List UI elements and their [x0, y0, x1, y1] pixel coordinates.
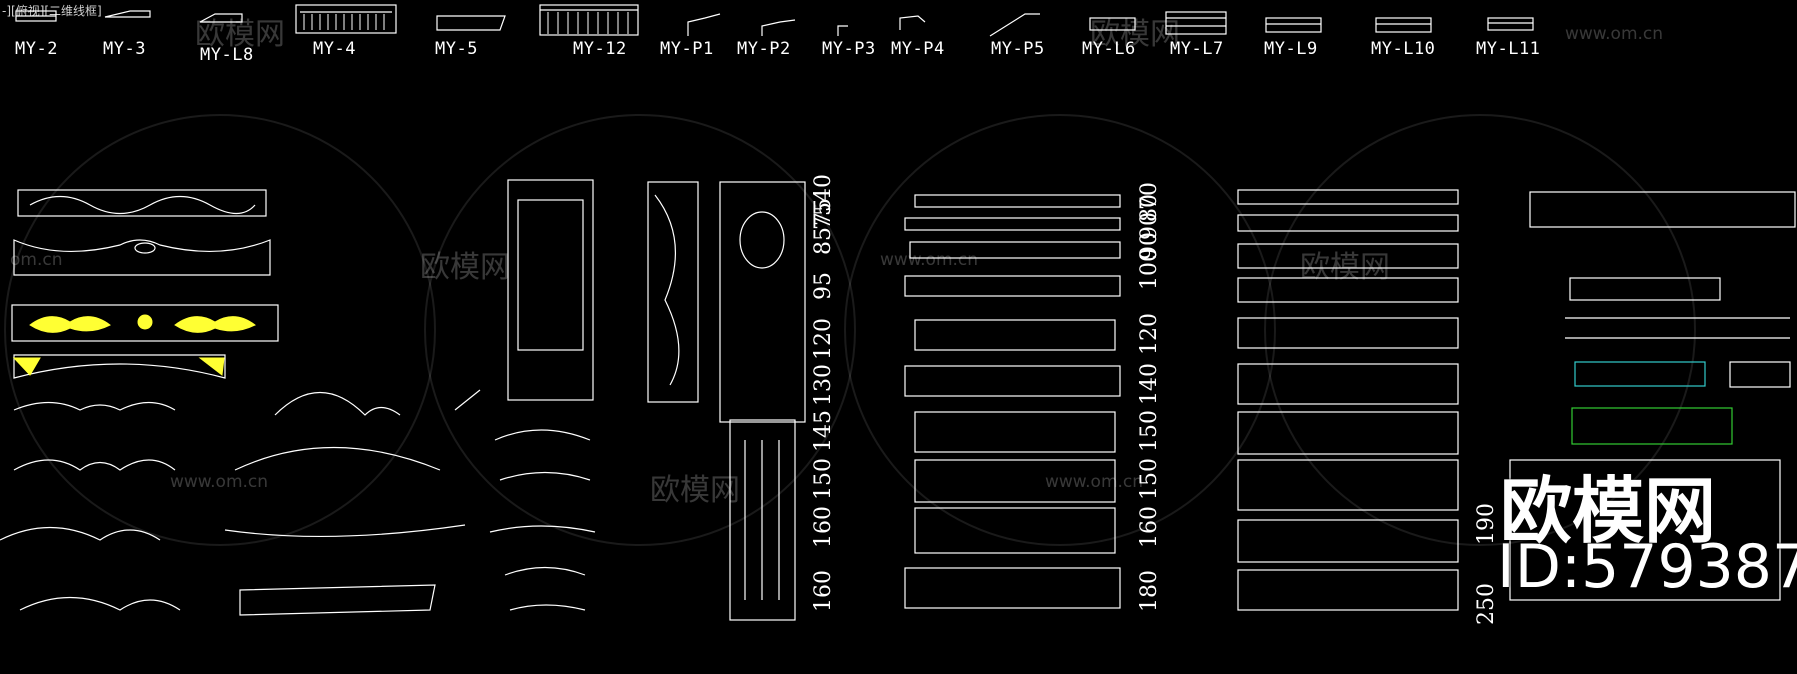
block-label-my-p1[interactable]: MY-P1: [660, 39, 714, 59]
dim-col1-3: 75: [811, 202, 836, 230]
block-label-my-l9[interactable]: MY-L9: [1264, 39, 1318, 59]
big-watermark-id: ID:579387: [1497, 532, 1797, 602]
column-corbels: [507, 179, 806, 621]
watermark-cn-top-2: 欧模网: [1090, 17, 1180, 52]
cyan-profile: [1574, 361, 1706, 387]
highlighted-ornaments: [12, 314, 256, 376]
watermark-cn-mid-1: 欧模网: [420, 250, 510, 285]
block-label-my-l11[interactable]: MY-L11: [1476, 39, 1541, 59]
block-label-my-4[interactable]: MY-4: [313, 39, 356, 59]
watermark-cn-top-1: 欧模网: [195, 17, 285, 52]
dim-col2-6: 140: [1137, 363, 1162, 405]
dim-col1-5: 120: [811, 318, 836, 360]
block-label-my-2[interactable]: MY-2: [15, 39, 58, 59]
dim-col1-2: 85: [811, 227, 836, 255]
dim-col3-1: 250: [1474, 583, 1499, 625]
right-elevations: [1509, 191, 1796, 601]
dim-col2-7: 150: [1137, 410, 1162, 452]
dim-col1-7: 145: [811, 410, 836, 452]
watermark-url-mid: www.om.cn: [880, 250, 979, 270]
watermark-url-low-2: www.om.cn: [1045, 472, 1144, 492]
watermark-cn-low: 欧模网: [650, 473, 740, 508]
dim-col1-4: 95: [811, 272, 836, 300]
watermark-cn-mid-2: 欧模网: [1300, 250, 1390, 285]
block-label-my-5[interactable]: MY-5: [435, 39, 478, 59]
scroll-ornaments: [0, 389, 596, 616]
block-label-my-p4[interactable]: MY-P4: [891, 39, 945, 59]
watermark-url-left: om.cn: [10, 250, 63, 270]
cornice-elevations-col1: [904, 194, 1121, 609]
dim-col1-8: 150: [811, 458, 836, 500]
dim-col2-5: 120: [1137, 313, 1162, 355]
block-label-my-p5[interactable]: MY-P5: [991, 39, 1045, 59]
dim-col1-9: 160: [811, 506, 836, 548]
block-thumbnails: [15, 4, 1534, 37]
block-label-my-p3[interactable]: MY-P3: [822, 39, 876, 59]
dim-col2-2: 80: [1137, 194, 1162, 222]
ornament-panels: [11, 189, 279, 379]
block-label-my-3[interactable]: MY-3: [103, 39, 146, 59]
big-watermark-cn: 欧模网: [1500, 469, 1717, 553]
watermark-url-low-1: www.om.cn: [170, 472, 269, 492]
block-label-my-p2[interactable]: MY-P2: [737, 39, 791, 59]
dim-col1-10: 160: [811, 570, 836, 612]
green-profile: [1571, 407, 1733, 445]
dim-col2-10: 180: [1137, 570, 1162, 612]
cornice-elevations-col2: [1237, 189, 1459, 611]
watermark-url-top: www.om.cn: [1565, 24, 1664, 44]
block-label-my-l6[interactable]: MY-L6: [1082, 39, 1136, 59]
watermark-arcs: [4, 114, 1696, 546]
block-label-my-l8[interactable]: MY-L8: [200, 45, 254, 65]
dim-col1-1: 40: [811, 174, 836, 202]
dim-col3-0: 190: [1474, 503, 1499, 545]
block-label-my-l10[interactable]: MY-L10: [1371, 39, 1436, 59]
block-label-my-l7[interactable]: MY-L7: [1170, 39, 1224, 59]
block-label-my-12[interactable]: MY-12: [573, 39, 627, 59]
dim-col2-4: 90: [1137, 232, 1162, 260]
dim-col1-6: 130: [811, 364, 836, 406]
dim-col2-9: 160: [1137, 506, 1162, 548]
